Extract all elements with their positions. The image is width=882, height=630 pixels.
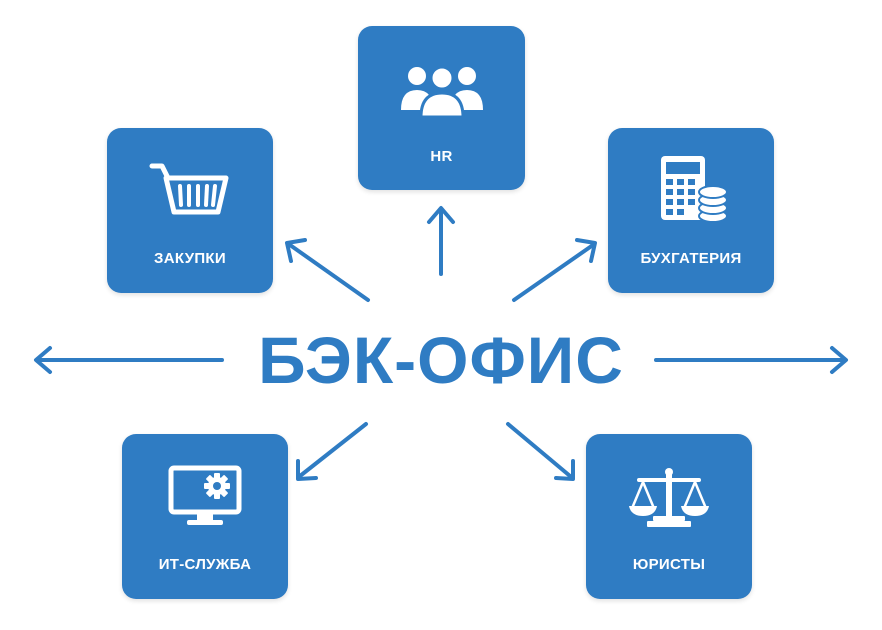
tile-purchasing-label: ЗАКУПКИ (154, 250, 226, 267)
shopping-cart-icon (107, 160, 273, 220)
arrowhead-purchasing (285, 238, 307, 263)
arrowhead-it (296, 459, 318, 481)
monitor-gear-icon (122, 464, 288, 530)
arrow-to-it (298, 422, 368, 478)
arrow-to-accounting (512, 243, 595, 302)
tile-hr-label: HR (430, 148, 453, 165)
center-title: БЭК-ОФИС (258, 323, 624, 397)
arrow-to-purchasing (288, 243, 370, 302)
calculator-coins-icon (608, 154, 774, 226)
arrow-to-legal (506, 422, 572, 478)
people-group-icon (358, 62, 525, 118)
tile-purchasing: ЗАКУПКИ (107, 128, 273, 293)
tile-it: ИТ-СЛУЖБА (122, 434, 288, 599)
arrowhead-left (34, 346, 52, 374)
tile-it-label: ИТ-СЛУЖБА (158, 556, 252, 573)
arrowhead-right (830, 346, 848, 374)
scales-icon (586, 466, 752, 530)
arrowhead-accounting (575, 238, 597, 263)
tile-accounting-label: БУХГАТЕРИЯ (640, 250, 742, 267)
tile-hr: HR (358, 26, 525, 190)
tile-legal: ЮРИСТЫ (586, 434, 752, 599)
arrowhead-hr (427, 206, 455, 224)
tile-accounting: БУХГАТЕРИЯ (608, 128, 774, 293)
tile-legal-label: ЮРИСТЫ (632, 556, 706, 573)
arrowhead-legal (554, 459, 575, 481)
